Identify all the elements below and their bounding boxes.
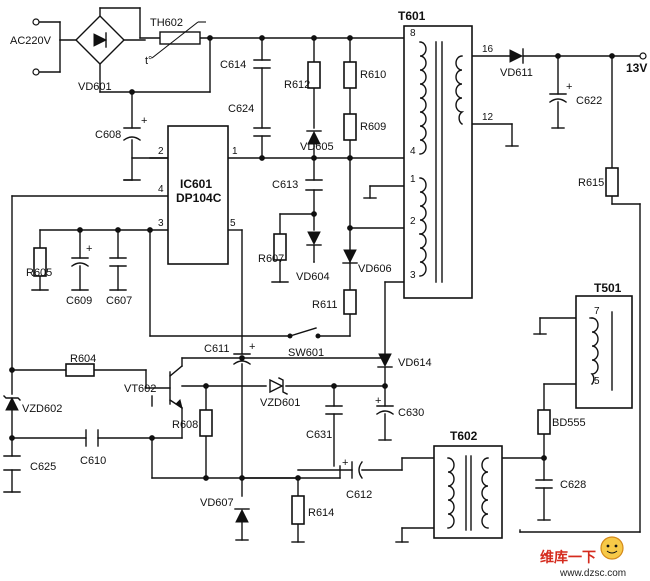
pin-t601-16: 16 (482, 44, 494, 55)
label-c628: C628 (560, 479, 586, 491)
pin-t601-12: 12 (482, 112, 494, 123)
ic601-block (167, 125, 229, 265)
c608-plus: + (141, 115, 147, 127)
pin-ic-3: 3 (158, 218, 164, 229)
label-dp104c: DP104C (176, 191, 222, 205)
label-r607: R607 (258, 253, 284, 265)
c612-plus: + (342, 457, 348, 469)
pin-numbers: 1 2 3 4 5 8 4 1 2 3 16 12 7 5 (158, 28, 600, 387)
resistors (33, 61, 619, 525)
label-vd606: VD606 (358, 263, 392, 275)
pin-ic-1: 1 (232, 146, 238, 157)
label-sw601: SW601 (288, 347, 324, 359)
label-vd605: VD605 (300, 141, 334, 153)
pin-ic-4: 4 (158, 184, 164, 195)
transistor-vt602 (145, 371, 183, 410)
label-c607: C607 (106, 295, 132, 307)
terminals (32, 18, 647, 76)
polarity-marks: + + + + + + (86, 81, 572, 469)
label-c609: C609 (66, 295, 92, 307)
label-vd604: VD604 (296, 271, 330, 283)
c609-plus: + (86, 243, 92, 255)
label-c624: C624 (228, 103, 254, 115)
label-c625: C625 (30, 461, 56, 473)
label-t601: T601 (398, 9, 426, 23)
label-r610: R610 (360, 69, 386, 81)
pin-t601-1: 1 (410, 174, 416, 185)
label-c612: C612 (346, 489, 372, 501)
watermark-url: www.dzsc.com (559, 568, 626, 579)
label-r614: R614 (308, 507, 334, 519)
pin-ic-2: 2 (158, 146, 164, 157)
label-r615: R615 (578, 177, 604, 189)
pin-t601-4: 4 (410, 146, 416, 157)
transformer-t602 (433, 445, 503, 539)
label-r609: R609 (360, 121, 386, 133)
label-r612: R612 (284, 79, 310, 91)
label-vd601: VD601 (78, 81, 112, 93)
c611-plus: + (249, 341, 255, 353)
watermark: 维库一下 www.dzsc.com (540, 536, 626, 579)
label-r608: R608 (172, 419, 198, 431)
c622-plus: + (566, 81, 572, 93)
label-c611: C611 (204, 343, 229, 355)
pin-t501-7: 7 (594, 306, 600, 317)
pin-ic-5: 5 (230, 218, 236, 229)
label-vd611: VD611 (500, 67, 533, 79)
label-c630: C630 (398, 407, 424, 419)
label-c631: C631 (306, 429, 332, 441)
wires (11, 7, 641, 543)
label-c608: C608 (95, 129, 121, 141)
pin-t601-3: 3 (410, 270, 416, 281)
label-ac220v: AC220V (10, 35, 52, 47)
junctions (9, 35, 615, 481)
transformer-t501 (575, 295, 633, 409)
label-t602: T602 (450, 429, 478, 443)
label-bd555: BD555 (552, 417, 586, 429)
diodes (3, 48, 524, 523)
watermark-mascot-icon (600, 536, 624, 560)
pin-t501-5: 5 (594, 376, 600, 387)
bridge-rectifier-vd601 (75, 15, 125, 65)
label-r604: R604 (70, 353, 96, 365)
label-ic601: IC601 (180, 177, 212, 191)
label-th602: TH602 (150, 17, 183, 29)
label-c613: C613 (272, 179, 298, 191)
label-t501: T501 (594, 281, 622, 295)
labels: AC220V VD601 TH602 t° C608 C614 C624 R61… (10, 9, 647, 519)
watermark-cn: 维库一下 (540, 549, 596, 566)
thermistor-th602 (151, 21, 206, 59)
label-t-degree: t° (145, 55, 152, 67)
pin-t601-8: 8 (410, 28, 416, 39)
transformer-t601 (403, 25, 473, 299)
label-c622: C622 (576, 95, 602, 107)
label-vt602: VT602 (124, 383, 156, 395)
label-c614: C614 (220, 59, 246, 71)
grounds (3, 179, 315, 493)
label-vzd601: VZD601 (260, 397, 300, 409)
capacitors (3, 59, 567, 489)
label-c610: C610 (80, 455, 106, 467)
label-13v: 13V (626, 61, 647, 75)
label-vzd602: VZD602 (22, 403, 62, 415)
pin-t601-2: 2 (410, 216, 416, 227)
c630-plus: + (375, 395, 381, 407)
switch-sw601 (287, 327, 321, 339)
label-vd614: VD614 (398, 357, 432, 369)
label-r611: R611 (312, 299, 337, 311)
label-r605: R605 (26, 267, 52, 279)
label-vd607: VD607 (200, 497, 234, 509)
